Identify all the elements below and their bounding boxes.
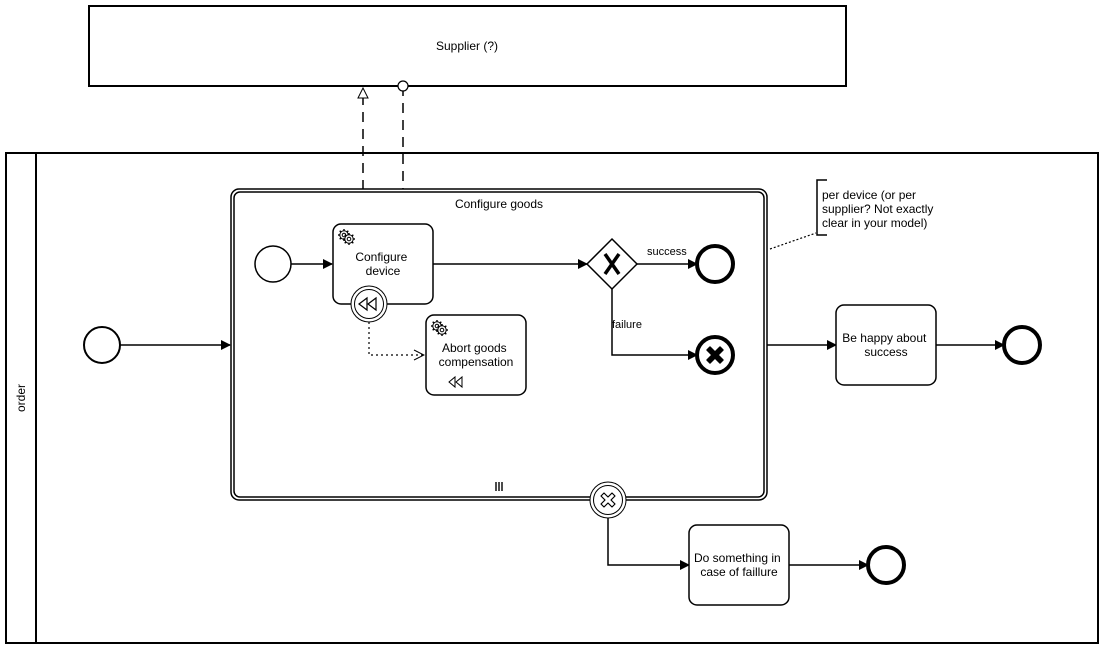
text-annotation-bracket bbox=[816, 179, 827, 236]
abort-goods-label: Abort goods compensation bbox=[439, 341, 514, 369]
supplier-pool-label: Supplier (?) bbox=[436, 39, 498, 53]
success-flow-label: success bbox=[647, 246, 687, 258]
failure-end-event[interactable] bbox=[866, 545, 906, 585]
subprocess-start-event[interactable] bbox=[254, 245, 292, 283]
compensation-boundary-event-inner bbox=[354, 289, 384, 319]
configure-goods-subprocess-inner-border bbox=[233, 191, 765, 498]
compensation-icon bbox=[358, 296, 377, 312]
message-flow-source-dot bbox=[397, 80, 409, 92]
supplier-pool[interactable] bbox=[88, 5, 847, 87]
subprocess-label: Configure goods bbox=[455, 197, 543, 211]
sequence-flow[interactable] bbox=[607, 518, 690, 570]
subprocess-end-event[interactable] bbox=[695, 244, 735, 284]
cancel-icon bbox=[600, 492, 616, 508]
text-annotation: per device (or per supplier? Not exactly… bbox=[822, 188, 937, 230]
cancel-boundary-event-inner bbox=[593, 485, 623, 515]
compensation-association[interactable] bbox=[368, 322, 424, 355]
x-icon bbox=[603, 252, 621, 276]
process-start-event[interactable] bbox=[83, 326, 121, 364]
cancel-icon bbox=[700, 340, 730, 370]
failure-handling-label: Do something in case of faillure bbox=[694, 551, 784, 579]
process-end-event[interactable] bbox=[1002, 325, 1042, 365]
order-pool-label: order bbox=[14, 384, 28, 412]
compensation-marker-icon bbox=[448, 375, 463, 389]
annotation-association bbox=[769, 232, 817, 250]
abort-goods-compensation-task[interactable] bbox=[425, 314, 527, 396]
failure-flow[interactable] bbox=[611, 289, 698, 360]
parallel-multi-instance-marker bbox=[495, 482, 503, 491]
configure-device-label: Configure device bbox=[355, 250, 410, 278]
failure-flow-label: failure bbox=[612, 319, 642, 331]
be-happy-label: Be happy about success bbox=[842, 331, 929, 359]
